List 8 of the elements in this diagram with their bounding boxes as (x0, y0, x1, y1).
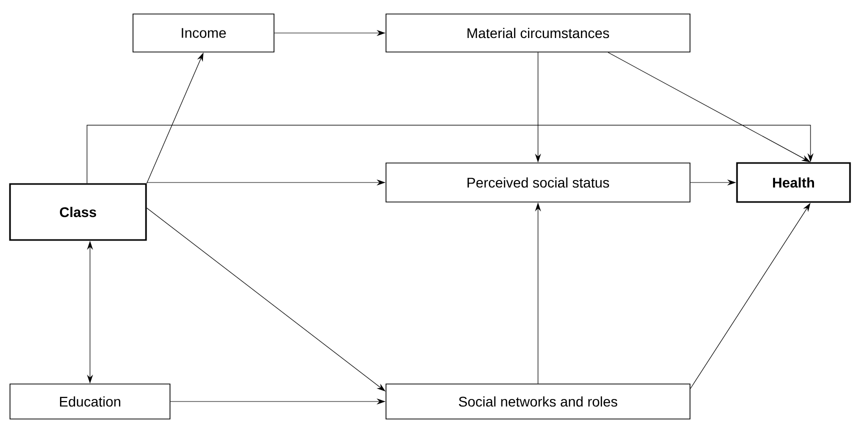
arrow (86, 124, 814, 184)
process-box: Health (736, 162, 851, 203)
process-box: Class (9, 183, 147, 241)
process-box: Income (132, 14, 274, 52)
process-box: Education (10, 384, 170, 420)
process-box: Material circumstances (386, 14, 690, 52)
process-box: Social networks and roles (386, 384, 690, 420)
process-box: Perceived social status (386, 162, 690, 202)
